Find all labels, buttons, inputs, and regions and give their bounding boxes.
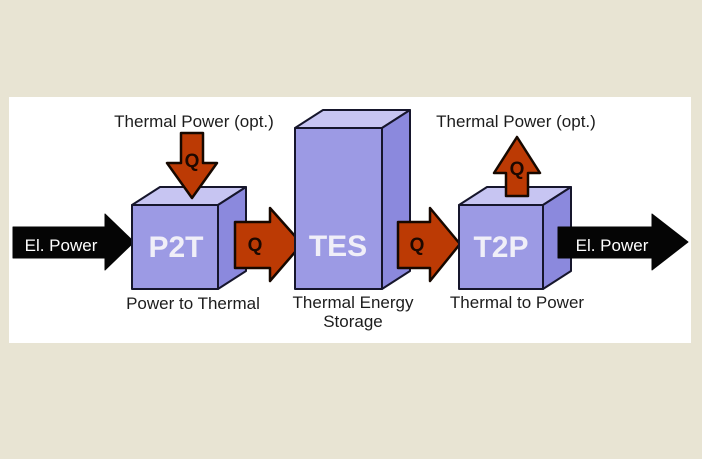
el-power-in-arrow — [12, 213, 135, 271]
t2p-box: T2P — [458, 186, 572, 290]
t2p-front-face — [458, 204, 544, 290]
p2t-label: P2T — [148, 231, 203, 264]
thermal-out-q-label: Q — [510, 159, 525, 180]
q-flow-label-tes-t2p: Q — [410, 235, 425, 256]
p2t-front-face — [131, 204, 219, 290]
q-flow-arrow-p2t-tes — [233, 206, 304, 283]
tes-caption-line1: Thermal Energy — [293, 293, 414, 312]
t2p-label: T2P — [473, 231, 528, 264]
thermal-in-q-label: Q — [185, 151, 200, 172]
thermal-out-arrow — [492, 135, 542, 198]
p2t-box: P2T — [131, 186, 247, 290]
tes-label: TES — [309, 230, 367, 263]
thermal-in-arrow — [165, 131, 219, 200]
thermal-power-out-label: Thermal Power (opt.) — [436, 112, 596, 131]
p2t-caption: Power to Thermal — [126, 294, 260, 313]
el-power-out-label: El. Power — [576, 236, 649, 255]
tes-caption-line2: Storage — [323, 312, 383, 331]
thermal-power-in-label: Thermal Power (opt.) — [114, 112, 274, 131]
tes-box: TES — [294, 109, 411, 290]
tes-front-face — [294, 127, 383, 290]
el-power-out-arrow — [557, 213, 689, 271]
q-flow-arrow-tes-t2p — [396, 206, 462, 283]
q-flow-label-p2t-tes: Q — [248, 235, 263, 256]
el-power-in-label: El. Power — [25, 236, 98, 255]
t2p-caption: Thermal to Power — [450, 293, 584, 312]
